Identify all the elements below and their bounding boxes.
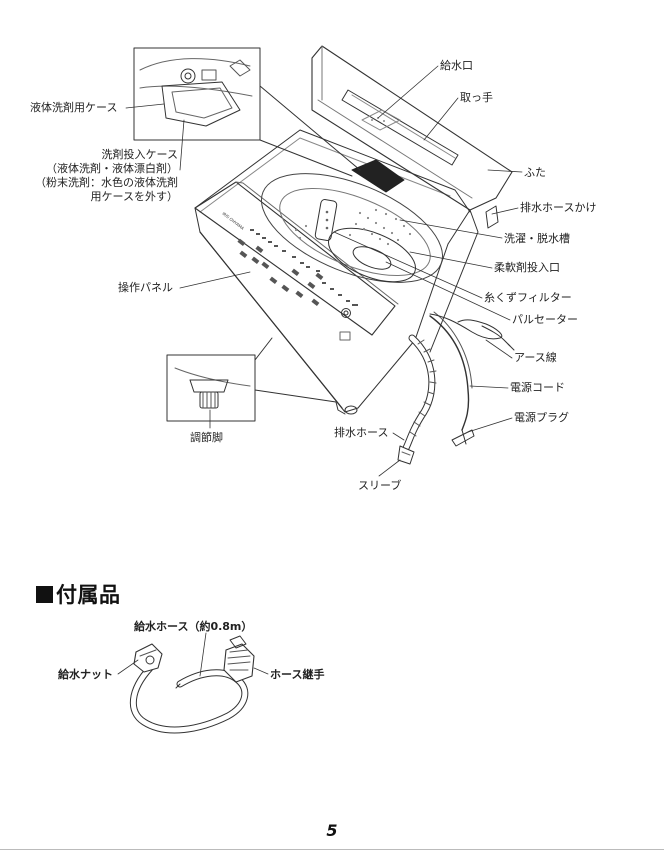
label-detergent-case: 洗剤投入ケース （液体洗剤・液体漂白剤） （粉末洗剤：水色の液体洗剤 用ケースを… xyxy=(35,148,178,203)
lid-graphic xyxy=(311,45,513,229)
label-adjust-foot: 調節脚 xyxy=(190,431,223,444)
wash-tub-graphic xyxy=(260,173,444,283)
power-cord-graphic xyxy=(429,311,515,447)
machine-cabinet xyxy=(194,129,479,415)
label-supply-hose: 給水ホース（約0.8m） xyxy=(134,620,253,633)
control-panel-graphic: IRIS OHYAMA xyxy=(194,181,399,341)
label-supply-nut: 給水ナット xyxy=(58,668,113,681)
label-supply-port: 給水口 xyxy=(440,59,473,72)
label-drain-hose: 排水ホース xyxy=(334,426,389,439)
label-hose-joint: ホース継手 xyxy=(270,668,325,681)
label-liquid-case: 液体洗剤用ケース xyxy=(30,101,118,114)
label-control-panel: 操作パネル xyxy=(118,281,173,294)
leader-lines xyxy=(125,65,523,477)
label-wash-tub: 洗濯・脱水槽 xyxy=(504,232,570,245)
label-pulsator: パルセーター xyxy=(512,313,578,326)
detergent-case-inset xyxy=(133,47,361,177)
adjust-foot-inset xyxy=(166,337,337,422)
label-power-cord: 電源コード xyxy=(510,381,565,394)
label-drain-hose-hook: 排水ホースかけ xyxy=(520,201,597,214)
svg-text:IRIS OHYAMA: IRIS OHYAMA xyxy=(221,211,245,231)
label-handle: 取っ手 xyxy=(460,91,493,104)
label-softener-inlet: 柔軟剤投入口 xyxy=(494,261,560,274)
drain-hose-graphic xyxy=(397,334,437,465)
supply-hose-graphic xyxy=(117,632,269,734)
detergent-case-slot xyxy=(351,159,405,193)
label-lid: ふた xyxy=(524,166,546,179)
page-number: 5 xyxy=(326,821,338,840)
label-power-plug: 電源プラグ xyxy=(514,411,569,424)
label-lint-filter: 糸くずフィルター xyxy=(484,291,572,304)
square-bullet-icon xyxy=(36,586,53,603)
label-sleeve: スリーブ xyxy=(358,479,402,492)
label-ground-wire: アース線 xyxy=(514,351,557,364)
accessories-heading: 付属品 xyxy=(36,583,121,607)
page-bottom-rule xyxy=(0,849,664,850)
